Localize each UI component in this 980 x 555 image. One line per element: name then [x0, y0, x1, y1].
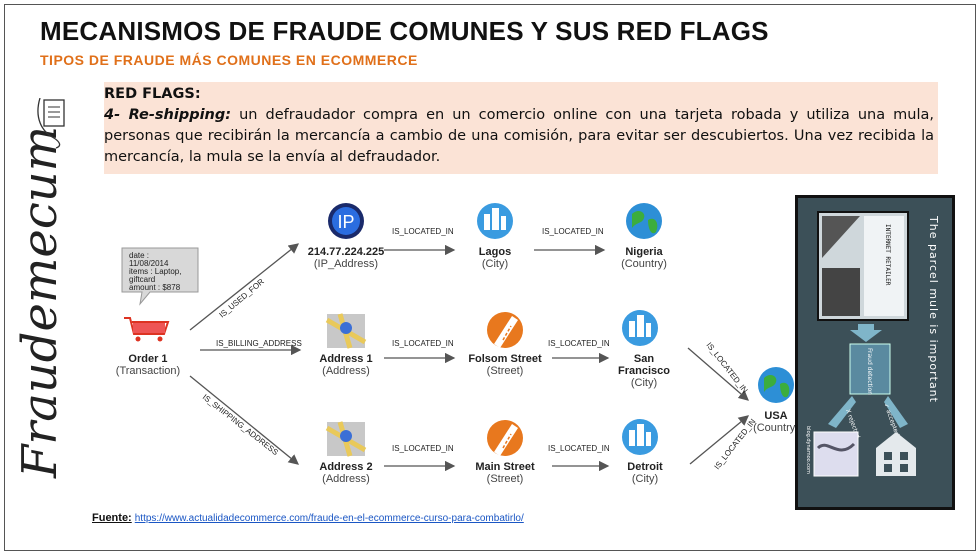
- globe-icon: [626, 203, 662, 239]
- node-address1-type: (Address): [322, 365, 370, 377]
- node-address1-label: Address 1: [319, 353, 372, 365]
- parcel-mule-illustration: INTERNET RETAILER Fraud detection X reje…: [798, 198, 952, 507]
- source-line: Fuente:https://www.actualidadecommerce.c…: [92, 512, 524, 524]
- edge-located-label: IS_LOCATED_IN: [548, 339, 610, 348]
- edge-used-for-label: IS_USED_FOR: [218, 277, 267, 320]
- edge-shipping: [189, 375, 300, 465]
- node-ip-label: 214.77.224.225: [308, 246, 384, 258]
- node-sf-label-1: San: [634, 353, 654, 365]
- node-lagos-type: (City): [482, 258, 508, 270]
- node-folsom-type: (Street): [487, 365, 524, 377]
- edge-located-label: IS_LOCATED_IN: [392, 444, 454, 453]
- node-nigeria-label: Nigeria: [625, 246, 663, 258]
- ip-icon: IP: [328, 203, 364, 239]
- reshipping-text: un defraudador compra en un comercio onl…: [104, 107, 934, 165]
- medical-document-icon: [37, 98, 65, 149]
- tooltip-line: giftcard: [129, 275, 155, 284]
- node-order-type: (Transaction): [116, 365, 180, 377]
- tooltip-line: amount : $878: [129, 283, 181, 292]
- source-label: Fuente:: [92, 512, 132, 524]
- map-pin-icon: [325, 313, 367, 349]
- edge-shipping-label: IS_SHIPPING_ADDRESS: [201, 392, 280, 457]
- node-main-type: (Street): [487, 473, 524, 485]
- city-icon: [622, 310, 658, 346]
- node-sf-label-2: Francisco: [618, 365, 670, 377]
- node-address2-type: (Address): [322, 473, 370, 485]
- ip-icon-text: IP: [337, 212, 354, 232]
- panel-fraud-text: Fraud detection: [866, 348, 873, 395]
- edge-sf-usa: [687, 347, 749, 401]
- node-address2-label: Address 2: [319, 461, 372, 473]
- globe-icon: [758, 367, 794, 403]
- road-icon: [487, 312, 523, 348]
- node-detroit-type: (City): [632, 473, 658, 485]
- red-flags-heading: RED FLAGS:: [104, 86, 201, 102]
- slide-frame: [4, 4, 976, 551]
- node-detroit-label: Detroit: [627, 461, 663, 473]
- node-ip-type: (IP_Address): [314, 258, 378, 270]
- edge-located-label: IS_LOCATED_IN: [392, 227, 454, 236]
- transaction-tooltip: date : 11/08/2014 items : Laptop, giftca…: [121, 247, 199, 306]
- reshipping-lead: 4- Re-shipping:: [104, 107, 232, 123]
- node-lagos-label: Lagos: [479, 246, 511, 258]
- node-order-label: Order 1: [128, 353, 167, 365]
- node-usa-type: (Country): [753, 422, 799, 434]
- edge-billing-label: IS_BILLING_ADDRESS: [216, 339, 302, 348]
- edge-detroit-usa: [689, 415, 750, 465]
- red-flags-box: RED FLAGS: 4- Re-shipping: un defraudado…: [104, 82, 938, 174]
- city-icon: [477, 203, 513, 239]
- page-subtitle: TIPOS DE FRAUDE MÁS COMUNES EN ECOMMERCE: [40, 52, 418, 68]
- city-icon: [622, 419, 658, 455]
- edge-located-label: IS_LOCATED_IN: [548, 444, 610, 453]
- node-sf-type: (City): [631, 377, 657, 389]
- tooltip-line: items : Laptop,: [129, 267, 181, 276]
- source-link[interactable]: https://www.actualidadecommerce.com/frau…: [134, 513, 524, 524]
- page-title: MECANISMOS DE FRAUDE COMUNES Y SUS RED F…: [40, 16, 769, 46]
- node-usa-label: USA: [764, 410, 787, 422]
- map-pin-icon: [325, 421, 367, 457]
- shopping-cart-icon: [124, 317, 170, 342]
- panel-retailer-text: INTERNET RETAILER: [884, 224, 891, 286]
- node-nigeria-type: (Country): [621, 258, 667, 270]
- edge-located-label: IS_LOCATED_IN: [712, 417, 757, 471]
- panel-credit-text: blog.dynamoo.com: [805, 426, 811, 474]
- edge-located-label: IS_LOCATED_IN: [542, 227, 604, 236]
- road-icon: [487, 420, 523, 456]
- node-main-label: Main Street: [475, 461, 535, 473]
- edge-used-for: [189, 243, 300, 331]
- panel-title-text: The parcel mule is important: [927, 215, 940, 403]
- tooltip-line: date :: [129, 251, 149, 260]
- parcel-mule-panel: INTERNET RETAILER Fraud detection X reje…: [795, 195, 955, 510]
- tooltip-line: 11/08/2014: [129, 259, 169, 268]
- edge-located-label: IS_LOCATED_IN: [392, 339, 454, 348]
- node-folsom-label: Folsom Street: [468, 353, 542, 365]
